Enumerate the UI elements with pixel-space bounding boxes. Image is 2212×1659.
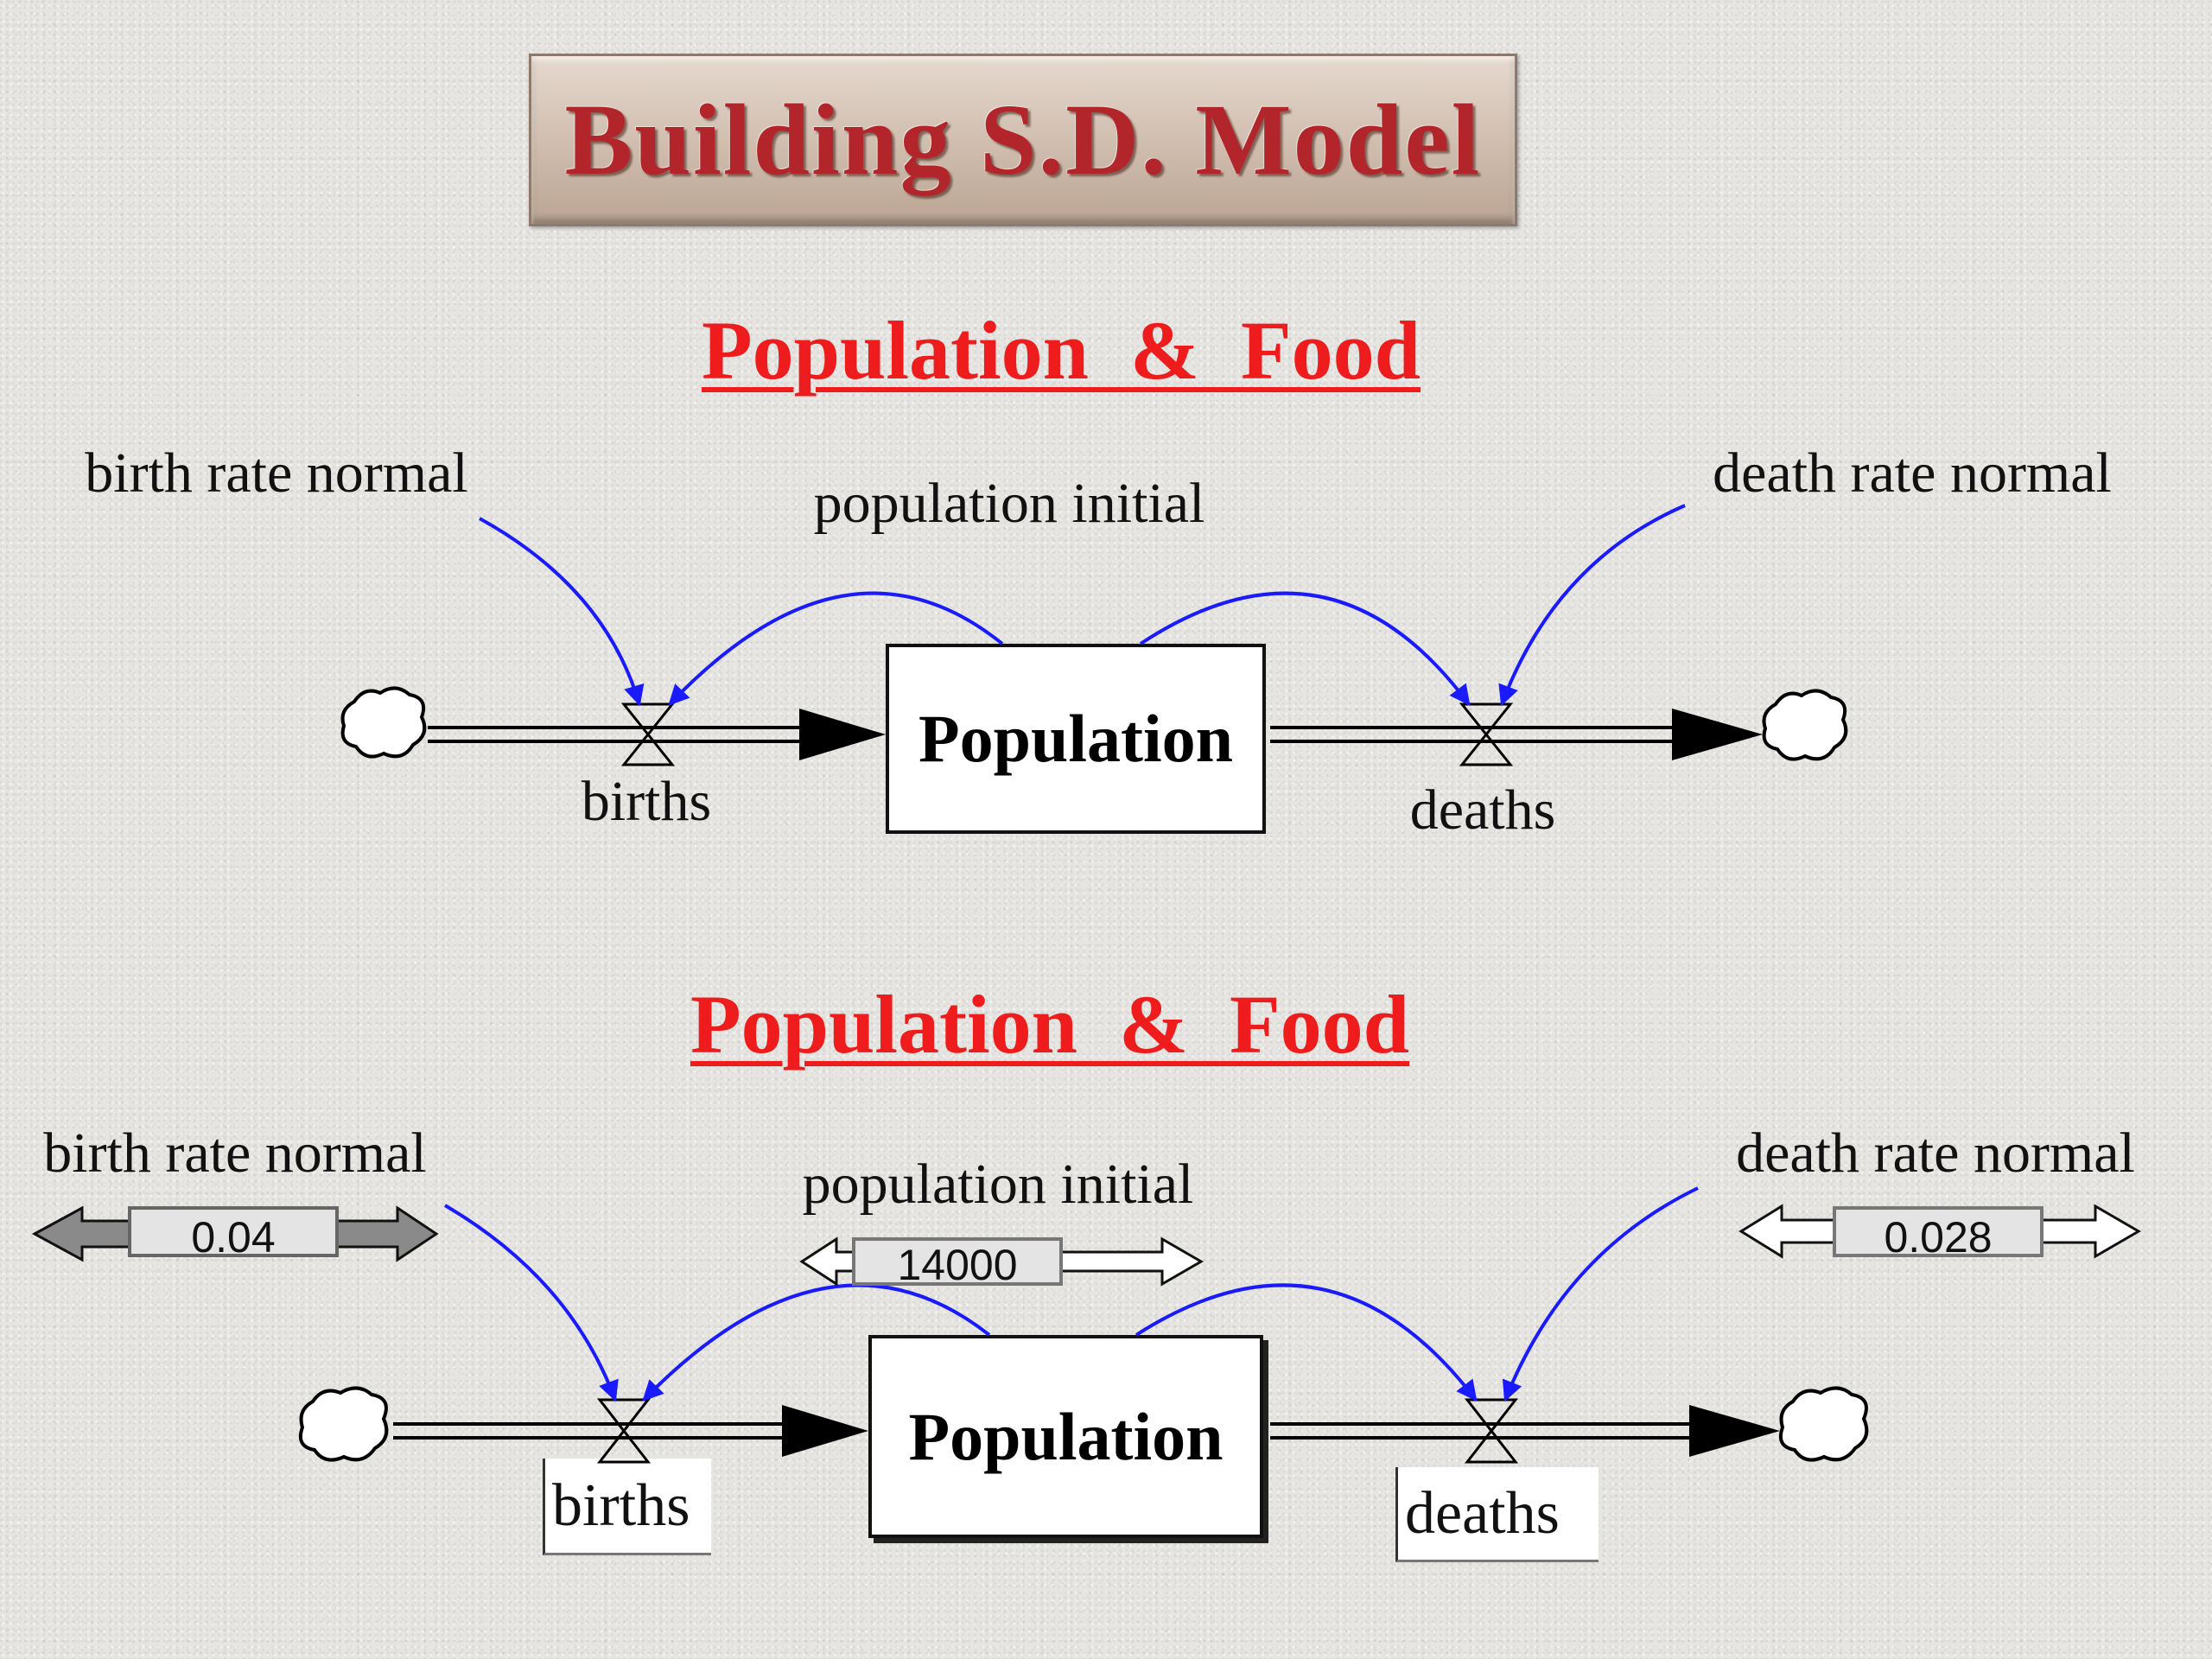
- links-top: [479, 504, 1686, 707]
- link-population-to-deaths-top: [1139, 591, 1471, 706]
- outflow-arrowhead-bottom: [1689, 1405, 1780, 1457]
- population-initial-label-top: population initial: [813, 472, 1205, 535]
- section-heading-top: Population & Food: [701, 304, 1421, 397]
- inflow-pipe-bottom: [393, 1405, 868, 1457]
- population-initial-slider[interactable]: [799, 1236, 1204, 1287]
- population-stock-label: Population: [908, 1398, 1224, 1474]
- births-valve-top: [620, 702, 676, 766]
- deaths-valve-bottom: [1464, 1398, 1519, 1464]
- link-deathrate-to-deaths-top: [1498, 504, 1686, 707]
- sink-cloud-top: [1762, 689, 1848, 761]
- birth-rate-slider[interactable]: [31, 1205, 439, 1262]
- birth-rate-value-box: [128, 1206, 339, 1257]
- inflow-arrowhead-top: [799, 709, 886, 760]
- link-deathrate-to-deaths-bottom: [1502, 1186, 1699, 1402]
- link-population-to-deaths-bottom: [1135, 1283, 1478, 1402]
- death-rate-slider[interactable]: [1738, 1204, 2141, 1259]
- population-stock-bottom: Population: [868, 1335, 1263, 1538]
- outflow-pipe-top: [1270, 709, 1763, 760]
- death-rate-value-box: [1833, 1206, 2044, 1257]
- births-flow-label-bottom: births: [552, 1471, 690, 1539]
- deaths-flow-label-top: deaths: [1409, 779, 1556, 842]
- sink-cloud-bottom: [1778, 1386, 1869, 1462]
- deaths-valve-top: [1459, 702, 1514, 766]
- deaths-flow-box-bottom: deaths: [1395, 1467, 1599, 1562]
- deaths-flow-label-bottom: deaths: [1405, 1479, 1560, 1547]
- birth-rate-normal-label-top: birth rate normal: [85, 442, 468, 505]
- link-population-to-births-bottom: [642, 1283, 991, 1402]
- population-stock-top: Population: [886, 644, 1266, 834]
- outflow-arrowhead-top: [1672, 709, 1763, 760]
- slide-title: Building S.D. Model: [564, 83, 1482, 196]
- population-stock-label: Population: [918, 701, 1234, 776]
- source-cloud-top: [340, 686, 427, 759]
- population-initial-label-bottom: population initial: [802, 1153, 1194, 1216]
- outflow-pipe-bottom: [1270, 1405, 1780, 1457]
- births-flow-label-top: births: [581, 770, 712, 833]
- birth-rate-normal-label-bottom: birth rate normal: [43, 1122, 427, 1185]
- death-rate-normal-label-top: death rate normal: [1713, 442, 2112, 505]
- link-population-to-births-top: [668, 591, 1004, 706]
- death-rate-normal-label-bottom: death rate normal: [1736, 1122, 2135, 1185]
- source-cloud-bottom: [298, 1386, 389, 1462]
- links-bottom: [443, 1186, 1699, 1402]
- link-birthrate-to-births-top: [479, 517, 645, 707]
- inflow-arrowhead-bottom: [782, 1405, 868, 1457]
- inflow-pipe-top: [428, 709, 886, 760]
- population-initial-value: 14000: [897, 1241, 1018, 1289]
- title-banner: Building S.D. Model: [529, 54, 1517, 226]
- population-initial-value-box: [852, 1237, 1063, 1286]
- births-valve-bottom: [596, 1398, 652, 1464]
- link-birthrate-to-births-bottom: [443, 1204, 619, 1402]
- births-flow-box-bottom: births: [543, 1459, 711, 1555]
- birth-rate-value: 0.04: [191, 1213, 276, 1262]
- section-heading-bottom: Population & Food: [690, 978, 1410, 1071]
- death-rate-value: 0.028: [1884, 1213, 1993, 1262]
